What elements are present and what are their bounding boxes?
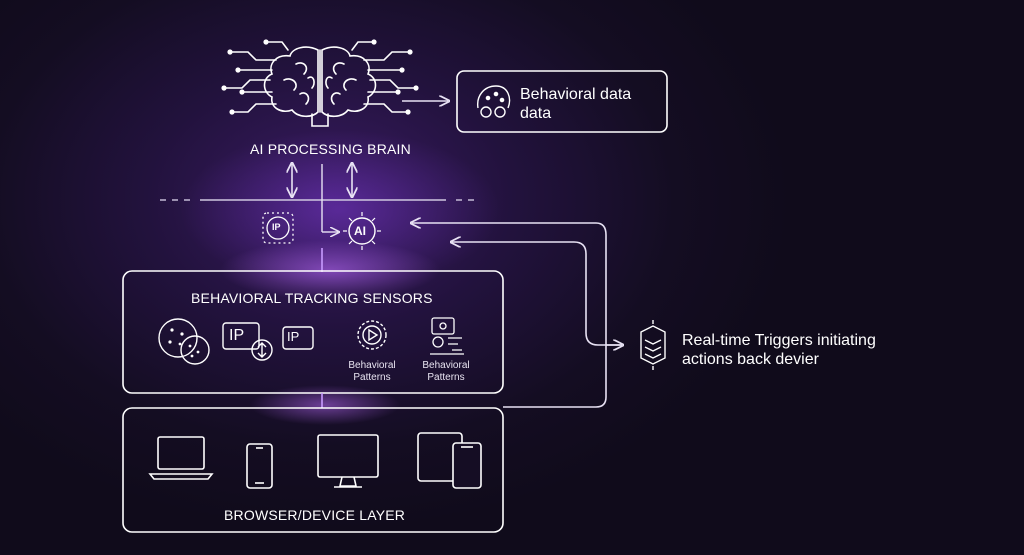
ip-card-label: IP xyxy=(229,327,245,344)
ip-card-small-label: IP xyxy=(287,329,300,344)
behavioral-data-line1: Behavioral data xyxy=(520,86,632,103)
robot-dashboard-icon xyxy=(430,317,464,355)
ip-card-icon xyxy=(222,322,273,361)
phone-icon xyxy=(246,443,273,489)
loop-arrow-inner xyxy=(452,242,622,346)
triggers-line2: actions back devier xyxy=(682,351,819,368)
data-cluster-icon xyxy=(477,85,511,118)
brain-label: AI PROCESSING BRAIN xyxy=(250,141,411,157)
laptop-icon xyxy=(148,436,214,480)
behavioral-patterns-label-1: Behavioral Patterns xyxy=(348,360,396,383)
circuit-node-dots xyxy=(221,39,419,115)
brain-icon xyxy=(225,41,415,127)
behavioral-data-box xyxy=(456,70,668,133)
ip-chip-label: IP xyxy=(272,222,281,232)
device-layer-title: BROWSER/DEVICE LAYER xyxy=(224,507,406,523)
ai-chip-icon xyxy=(343,212,381,250)
gear-play-icon xyxy=(357,320,387,350)
tablet-phone-icon xyxy=(417,432,482,489)
browser-device-layer-box xyxy=(122,407,504,533)
loop-arrow-outer xyxy=(412,223,607,408)
cookie-icon xyxy=(158,318,210,365)
triggers-line1: Real-time Triggers initiating xyxy=(682,332,876,349)
ip-chip-icon xyxy=(262,212,294,244)
ai-chip-label: AI xyxy=(354,224,366,238)
ip-card-small-icon xyxy=(282,326,314,350)
monitor-icon xyxy=(317,434,379,488)
sensors-title: BEHAVIORAL TRACKING SENSORS xyxy=(191,290,433,306)
behavioral-tracking-sensors-box xyxy=(122,270,504,394)
behavioral-data-line2: data xyxy=(520,105,552,122)
layers-icon xyxy=(640,320,666,370)
behavioral-patterns-label-2: Behavioral Patterns xyxy=(422,360,470,383)
